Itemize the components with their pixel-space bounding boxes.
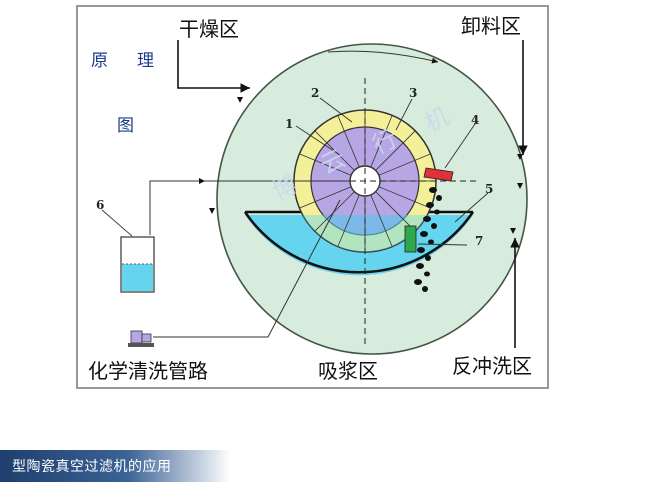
spoke-line	[314, 130, 355, 171]
radial-spokes	[294, 110, 436, 252]
callout-3: 3	[409, 86, 417, 100]
filtrate-tank	[120, 236, 155, 293]
callout-leaders	[101, 97, 489, 246]
spoke-line	[375, 191, 416, 232]
chemical-pipe-riser	[267, 199, 341, 338]
label-diagram: 图	[117, 116, 134, 136]
label-discharge-zone: 卸料区	[461, 14, 521, 38]
label-chemical-pipe: 化学清洗管路	[88, 359, 208, 383]
rotation-arrow	[327, 50, 439, 64]
rim-ticks	[209, 97, 523, 234]
drying-zone-arrow	[177, 40, 250, 93]
spoke-line	[370, 194, 393, 247]
spoke-line	[378, 186, 431, 209]
caption-title: 型陶瓷真空过滤机的应用	[12, 459, 172, 475]
filter-cake	[414, 187, 442, 292]
callout-7: 7	[475, 234, 483, 248]
label-drying-zone: 干燥区	[179, 17, 239, 41]
spoke-line	[337, 194, 360, 247]
spoke-line	[299, 153, 352, 176]
spoke-line	[378, 153, 431, 176]
label-principle-2: 理	[137, 51, 154, 71]
spoke-line	[375, 130, 416, 171]
label-principle-1: 原	[91, 51, 108, 71]
spoke-line	[370, 115, 393, 168]
spoke-line	[337, 115, 360, 168]
scraper-blade	[423, 167, 454, 182]
callout-6: 6	[96, 198, 104, 212]
callout-4: 4	[471, 113, 479, 127]
callout-5: 5	[485, 182, 493, 196]
backwash-nozzle	[404, 225, 417, 253]
callout-1: 1	[285, 117, 293, 131]
label-backwash-zone: 反冲洗区	[452, 354, 532, 378]
filtrate-pipe	[149, 178, 350, 235]
label-suction-zone: 吸浆区	[318, 359, 378, 383]
spoke-line	[314, 191, 355, 232]
caption-bar: 型陶瓷真空过滤机的应用	[0, 450, 230, 482]
callout-2: 2	[311, 86, 319, 100]
spoke-line	[299, 186, 352, 209]
chemical-pump-icon	[128, 330, 154, 347]
